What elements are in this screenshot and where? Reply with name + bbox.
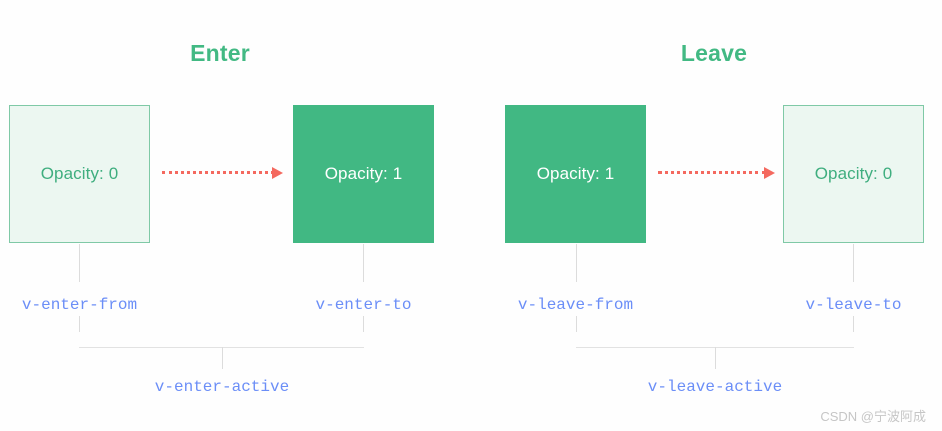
connector-drop-leave-from: [576, 316, 577, 332]
watermark-text: CSDN @宁波阿成: [820, 409, 926, 424]
connector-drop-enter-to: [363, 316, 364, 332]
box-enter-from: Opacity: 0: [9, 105, 150, 243]
class-label-v-enter-from: v-enter-from: [21, 296, 138, 314]
box-leave-to: Opacity: 0: [783, 105, 924, 243]
box-label: Opacity: 1: [324, 164, 403, 183]
connector-stem-enter-active: [222, 347, 223, 369]
connector-stem-leave-active: [715, 347, 716, 369]
section-title-enter: Enter: [190, 40, 250, 66]
leave-transition-arrow-icon: [658, 167, 776, 179]
box-label: Opacity: 1: [536, 164, 615, 183]
arrow-head: [272, 167, 283, 179]
box-leave-from: Opacity: 1: [505, 105, 646, 243]
enter-transition-arrow-icon: [162, 167, 284, 179]
bracket-enter-active: [79, 347, 364, 348]
connector-stem-enter-to: [363, 244, 364, 282]
class-label-v-enter-active: v-enter-active: [154, 378, 290, 396]
arrow-head: [764, 167, 775, 179]
connector-drop-enter-from: [79, 316, 80, 332]
box-enter-to: Opacity: 1: [293, 105, 434, 243]
class-label-v-leave-from: v-leave-from: [517, 296, 634, 314]
connector-drop-leave-to: [853, 316, 854, 332]
connector-stem-leave-from: [576, 244, 577, 282]
connector-stem-leave-to: [853, 244, 854, 282]
section-title-leave: Leave: [680, 40, 748, 66]
arrow-shaft: [658, 171, 766, 174]
class-label-v-leave-active: v-leave-active: [647, 378, 783, 396]
connector-stem-enter-from: [79, 244, 80, 282]
arrow-shaft: [162, 171, 274, 174]
class-label-v-leave-to: v-leave-to: [805, 296, 902, 314]
box-label: Opacity: 0: [814, 164, 893, 183]
box-label: Opacity: 0: [40, 164, 119, 183]
class-label-v-enter-to: v-enter-to: [315, 296, 412, 314]
